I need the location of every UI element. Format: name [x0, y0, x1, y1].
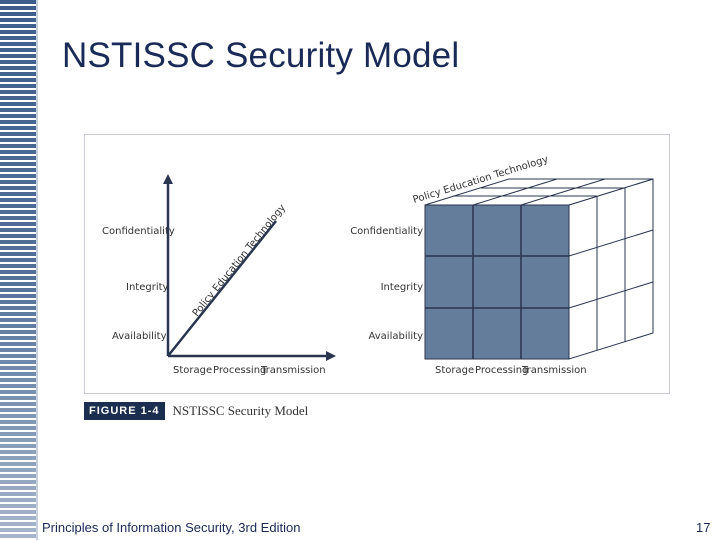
cube-label-transmission: Transmission — [521, 365, 587, 376]
page-number: 17 — [696, 520, 711, 535]
left-label-storage: Storage — [173, 365, 212, 376]
left-label-integrity: Integrity — [126, 282, 169, 293]
cube-label-processing: Processing — [475, 365, 528, 376]
left-label-transmission: Transmission — [260, 365, 326, 376]
cube-label-storage: Storage — [435, 365, 474, 376]
figure-caption-text: NSTISSC Security Model — [172, 403, 309, 418]
cube-front-face — [424, 204, 570, 360]
left-bar-edge — [36, 0, 38, 540]
left-label-confidentiality: Confidentiality — [102, 226, 175, 237]
footer-text: Principles of Information Security, 3rd … — [42, 520, 301, 535]
diagonal-axis — [167, 220, 277, 357]
left-label-availability: Availability — [112, 331, 167, 342]
slide-title: NSTISSC Security Model — [62, 36, 460, 75]
figure-panel: Confidentiality Integrity Availability S… — [84, 134, 670, 394]
cube-label-confidentiality: Confidentiality — [350, 226, 423, 237]
left-label-diagonal: Policy Education Technology — [191, 202, 288, 319]
left-bar-fade — [0, 0, 36, 540]
cube-right-face — [568, 178, 654, 360]
security-model-diagram: Confidentiality Integrity Availability S… — [102, 154, 654, 376]
figure-caption: FIGURE 1-4 NSTISSC Security Model — [84, 400, 308, 422]
figure-caption-tag: FIGURE 1-4 — [84, 402, 165, 420]
left-label-processing: Processing — [213, 365, 266, 376]
cube-label-integrity: Integrity — [381, 282, 424, 293]
cube-label-availability: Availability — [368, 331, 423, 342]
